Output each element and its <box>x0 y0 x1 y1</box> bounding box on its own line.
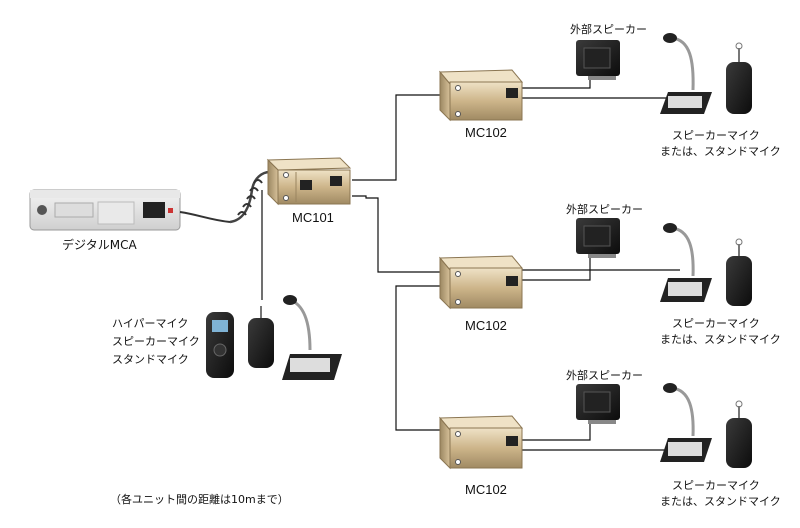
mic-set-bot <box>660 383 752 468</box>
mic-bot-label-line1: スピーカーマイク <box>672 479 760 492</box>
mc101-unit <box>266 157 352 206</box>
mc102-mid-label: MC102 <box>465 318 507 333</box>
line-mid-mc102-to-speaker <box>520 255 591 281</box>
left-mic-label-2: スピーカーマイク <box>112 335 200 348</box>
ext-speaker-bot-label: 外部スピーカー <box>566 369 643 382</box>
mic-set-top <box>660 33 752 114</box>
coiled-cable <box>229 170 271 224</box>
line-mc101-to-top-mc102 <box>352 94 445 181</box>
line-bot-mc102-to-speaker <box>520 420 591 441</box>
mc102-unit-bot <box>438 415 524 470</box>
mic-bot-label-line2: または、スタンドマイク <box>660 495 781 508</box>
line-mc101-to-mid-mc102 <box>352 195 445 273</box>
mc102-unit-top <box>438 69 524 122</box>
line-mid-to-bot-mc102 <box>395 285 445 431</box>
external-speaker-bot <box>576 384 620 424</box>
digital-mca-device <box>29 189 231 231</box>
mc102-unit-mid <box>438 255 524 310</box>
mic-mid-label-line1: スピーカーマイク <box>672 317 760 330</box>
mc102-bot-label: MC102 <box>465 482 507 497</box>
mc101-label: MC101 <box>292 210 334 225</box>
external-speaker-top <box>576 40 620 80</box>
left-mic-label-1: ハイパーマイク <box>112 317 189 330</box>
left-mic-set <box>206 295 342 380</box>
left-mic-label-3: スタンドマイク <box>112 353 189 366</box>
mc102-top-label: MC102 <box>465 125 507 140</box>
ext-speaker-top-label: 外部スピーカー <box>570 23 647 36</box>
mca-label: デジタルMCA <box>62 238 137 252</box>
distance-note: （各ユニット間の距離は10mまで） <box>110 493 289 506</box>
mic-top-label-line2: または、スタンドマイク <box>660 145 781 158</box>
mic-set-mid <box>660 223 752 306</box>
mic-top-label-line1: スピーカーマイク <box>672 129 760 142</box>
external-speaker-mid <box>576 218 620 258</box>
mic-mid-label-line2: または、スタンドマイク <box>660 333 781 346</box>
connection-lines <box>261 72 680 451</box>
ext-speaker-mid-label: 外部スピーカー <box>566 203 643 216</box>
